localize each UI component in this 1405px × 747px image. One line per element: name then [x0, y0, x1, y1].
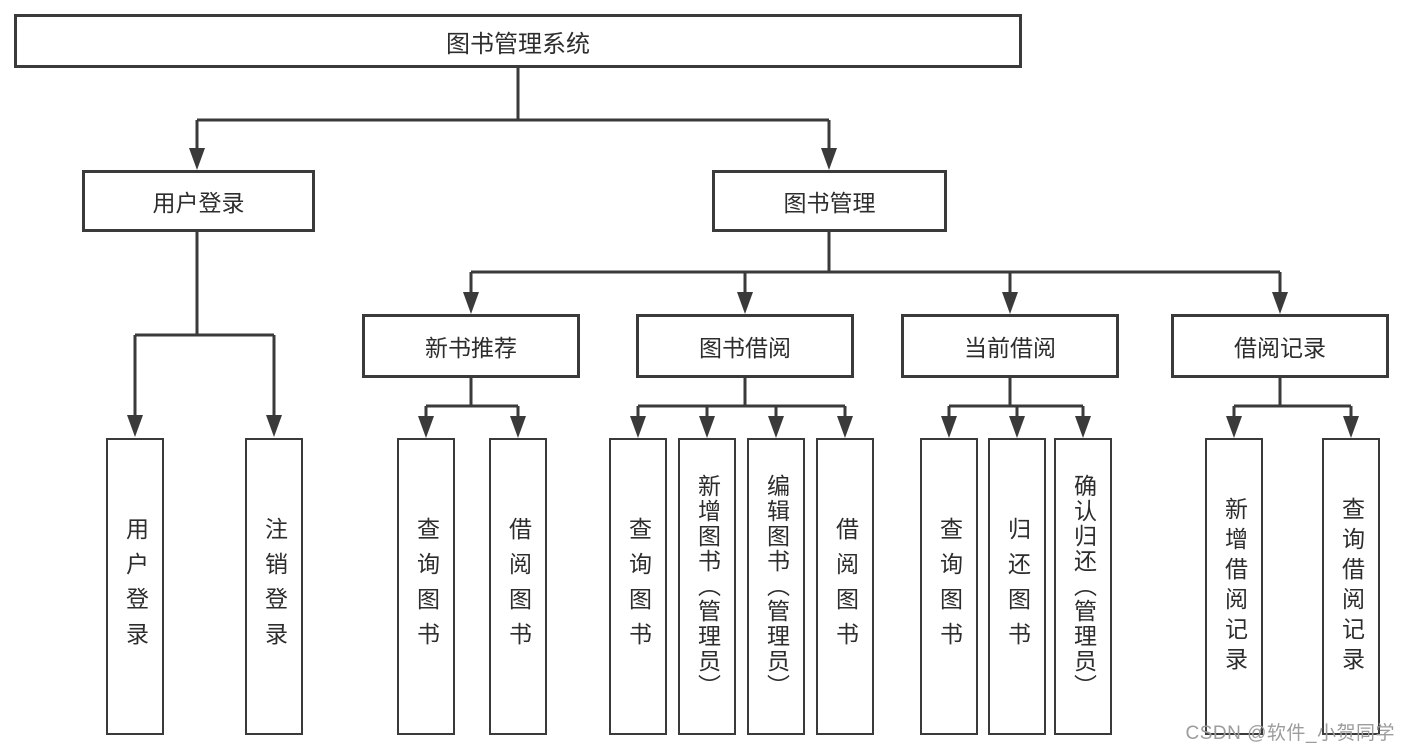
leaf-borrow-books-1-label: 借阅图书 [505, 516, 532, 657]
leaf-search-books-1-label: 查询图书 [413, 516, 440, 657]
leaf-logout: 注销登录 [245, 438, 303, 735]
leaf-add-books-admin: 新增图书（管理员） [678, 438, 736, 735]
node-book-management-label: 图书管理 [783, 190, 876, 216]
node-user-login: 用户登录 [82, 170, 315, 232]
leaf-confirm-return-admin-label: 确认归还（管理员） [1070, 474, 1097, 699]
leaf-add-books-admin-label: 新增图书（管理员） [694, 474, 721, 699]
leaf-borrow-books-1: 借阅图书 [489, 438, 547, 735]
connector-records-to-leaves [1226, 378, 1359, 438]
connector-current-to-leaves [941, 378, 1091, 438]
connector-newbooks-to-leaves [418, 378, 526, 438]
connector-userlogin-to-leaves [127, 232, 282, 437]
leaf-search-books-3: 查询图书 [920, 438, 978, 735]
node-current-borrow-label: 当前借阅 [964, 335, 1056, 361]
node-root-label: 图书管理系统 [446, 30, 590, 58]
leaf-search-borrow-record: 查询借阅记录 [1322, 438, 1380, 735]
leaf-borrow-books-2-label: 借阅图书 [832, 516, 859, 657]
connector-root-to-branches [189, 68, 837, 170]
node-root-library-system: 图书管理系统 [14, 14, 1022, 68]
node-borrow-records: 借阅记录 [1171, 314, 1389, 378]
leaf-return-books: 归还图书 [988, 438, 1046, 735]
connector-borrow-to-leaves [630, 378, 853, 438]
leaf-add-borrow-record: 新增借阅记录 [1205, 438, 1263, 735]
node-new-book-recommend: 新书推荐 [362, 314, 580, 378]
leaf-search-books-2-label: 查询图书 [625, 516, 652, 657]
leaf-search-books-2: 查询图书 [609, 438, 667, 735]
leaf-search-books-1: 查询图书 [397, 438, 455, 735]
leaf-user-login: 用户登录 [106, 438, 164, 735]
node-book-borrow-label: 图书借阅 [699, 335, 791, 361]
csdn-watermark: CSDN @软件_小贺同学 [1185, 723, 1395, 744]
leaf-return-books-label: 归还图书 [1004, 516, 1031, 657]
leaf-confirm-return-admin: 确认归还（管理员） [1054, 438, 1112, 735]
leaf-user-login-label: 用户登录 [122, 516, 149, 657]
leaf-edit-books-admin-label: 编辑图书（管理员） [763, 474, 790, 699]
node-borrow-records-label: 借阅记录 [1234, 335, 1326, 361]
node-user-login-label: 用户登录 [152, 190, 245, 216]
leaf-search-books-3-label: 查询图书 [936, 516, 963, 657]
node-book-borrow: 图书借阅 [636, 314, 854, 378]
leaf-borrow-books-2: 借阅图书 [816, 438, 874, 735]
leaf-edit-books-admin: 编辑图书（管理员） [747, 438, 805, 735]
node-book-management: 图书管理 [712, 170, 947, 232]
connector-bookmgmt-to-level3 [463, 232, 1288, 314]
leaf-search-borrow-record-label: 查询借阅记录 [1338, 496, 1365, 677]
leaf-logout-label: 注销登录 [261, 516, 288, 657]
node-new-book-recommend-label: 新书推荐 [425, 335, 517, 361]
node-current-borrow: 当前借阅 [901, 314, 1119, 378]
leaf-add-borrow-record-label: 新增借阅记录 [1221, 496, 1248, 677]
